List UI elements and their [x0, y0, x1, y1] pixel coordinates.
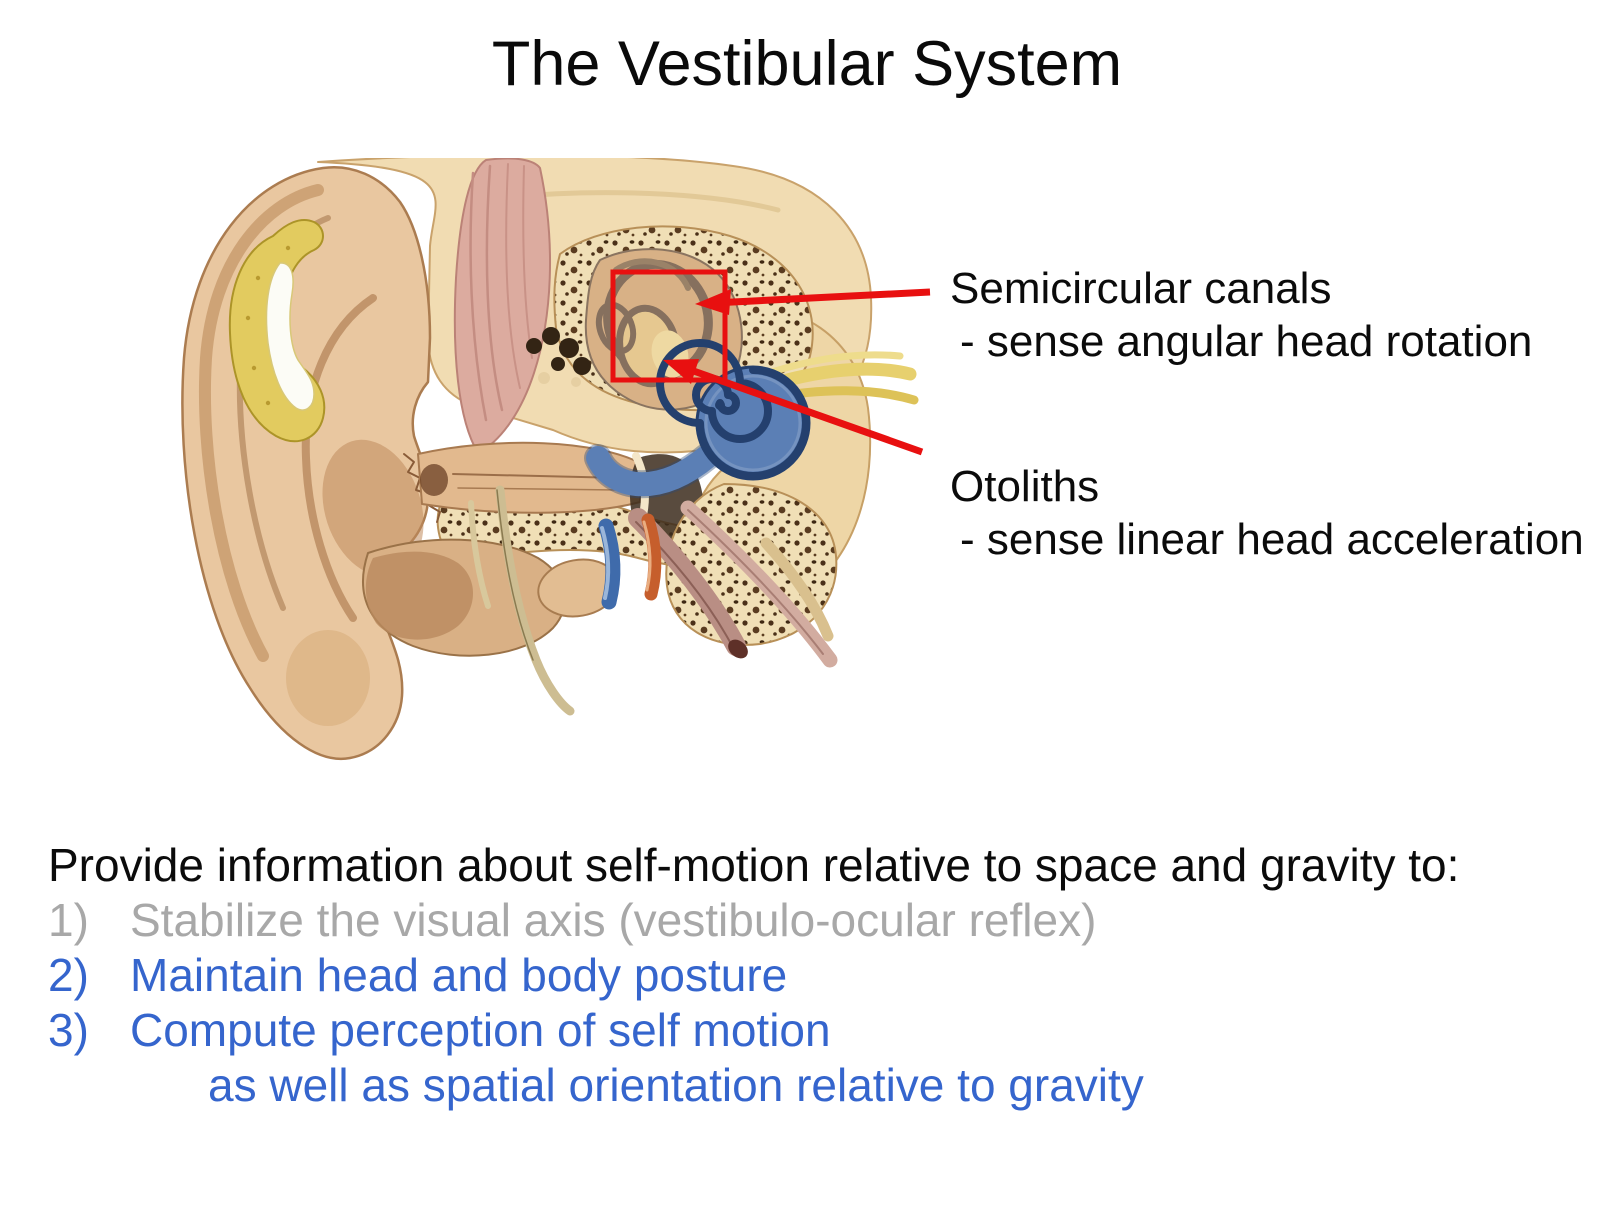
list-item-text: Compute perception of self motion	[130, 1004, 831, 1056]
annotation-label: Semicircular canals	[950, 264, 1332, 313]
hanging-strands	[468, 485, 575, 716]
ear-canal	[417, 441, 643, 514]
annotation-label: Otoliths	[950, 462, 1100, 511]
lower-lobes	[362, 538, 619, 657]
ear-anatomy-figure	[168, 153, 938, 778]
list-item-number: 1)	[48, 894, 89, 946]
list-item-3-continuation: as well as spatial orientation relative …	[208, 1058, 1459, 1113]
arrow-to-semicircular-canals	[695, 288, 931, 315]
list-item-number: 3)	[48, 1004, 89, 1056]
arrow-to-otoliths	[663, 359, 924, 456]
list-item-text: as well as spatial orientation relative …	[208, 1059, 1144, 1111]
ear-anatomy-illustration	[181, 153, 931, 761]
list-item-1: 1) Stabilize the visual axis (vestibulo-…	[48, 893, 1459, 948]
list-intro: Provide information about self-motion re…	[48, 839, 1460, 891]
red-annotations	[610, 269, 931, 456]
annotation-otoliths: Otoliths - sense linear head acceleratio…	[950, 460, 1584, 566]
list-item-number: 2)	[48, 949, 89, 1001]
function-list: Provide information about self-motion re…	[48, 838, 1459, 1113]
page-title: The Vestibular System	[491, 29, 1123, 99]
annotation-desc: - sense angular head rotation	[960, 317, 1533, 366]
list-item-2: 2) Maintain head and body posture	[48, 948, 1459, 1003]
annotation-desc: - sense linear head acceleration	[960, 515, 1584, 564]
ossicles	[526, 327, 591, 375]
highlight-box	[610, 269, 728, 383]
list-item-text: Maintain head and body posture	[130, 949, 788, 1001]
list-item-text: Stabilize the visual axis (vestibulo-ocu…	[130, 894, 1097, 946]
list-item-3: 3) Compute perception of self motion	[48, 1003, 1459, 1058]
annotation-semicircular-canals: Semicircular canals - sense angular head…	[950, 262, 1532, 368]
pinna	[181, 166, 432, 761]
ear-painting	[181, 153, 919, 761]
blood-vessels	[598, 513, 662, 610]
muscle-band	[453, 157, 551, 454]
